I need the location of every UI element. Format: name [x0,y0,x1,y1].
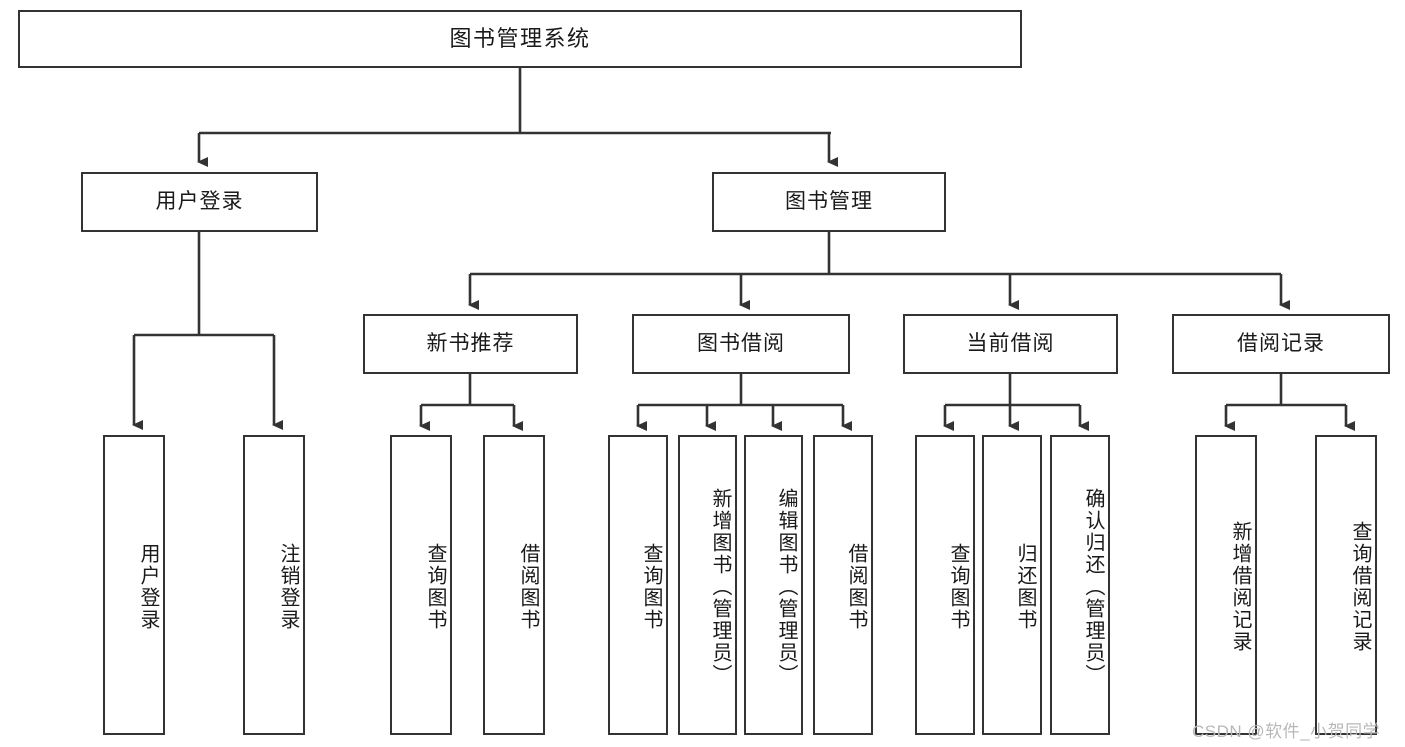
node-level2-current-borrow[interactable]: 当前借阅 [903,314,1118,374]
node-label: 新书推荐 [426,332,515,356]
node-label: 借阅图书 [845,543,867,631]
node-level2-borrow-record[interactable]: 借阅记录 [1172,314,1390,374]
node-label: 当前借阅 [966,332,1055,356]
node-label: 查询图书 [640,543,662,631]
node-label: 查询图书 [947,543,969,631]
node-label: 借阅图书 [517,543,539,631]
node-leaf-leaf-logout[interactable]: 注销登录 [243,435,305,735]
node-level2-new-book-recommend[interactable]: 新书推荐 [363,314,578,374]
watermark-label: CSDN @软件_小贺同学 [1192,722,1381,741]
node-label: 查询借阅记录 [1349,521,1371,653]
node-label: 新增借阅记录 [1229,521,1251,653]
edge-current-borrow-to-leaves [943,374,1089,431]
node-root-root[interactable]: 图书管理系统 [18,10,1022,68]
node-label: 确认归还（管理员） [1082,488,1104,686]
edge-book-management-to-level2 [468,232,1290,310]
node-level2-book-borrow[interactable]: 图书借阅 [632,314,850,374]
node-leaf-leaf-query-book-cur[interactable]: 查询图书 [915,435,975,735]
edge-borrow-record-to-leaves [1224,374,1355,431]
node-label: 图书借阅 [697,332,785,356]
node-leaf-leaf-borrow-book[interactable]: 借阅图书 [813,435,873,735]
node-label: 用户登录 [155,190,244,214]
node-leaf-leaf-query-book-borrow[interactable]: 查询图书 [608,435,668,735]
node-label: 编辑图书（管理员） [775,488,797,686]
edge-new-book-recommend-to-leaves [419,374,523,431]
node-leaf-leaf-user-login[interactable]: 用户登录 [103,435,165,735]
node-leaf-leaf-borrow-book-rec[interactable]: 借阅图书 [483,435,545,735]
edge-user-login-to-leaves [132,232,283,430]
node-leaf-leaf-query-borrow-record[interactable]: 查询借阅记录 [1315,435,1377,735]
node-label: 图书管理系统 [449,25,591,51]
node-leaf-leaf-edit-book-admin[interactable]: 编辑图书（管理员） [744,435,803,735]
edge-root-to-level1 [197,68,838,167]
node-label: 归还图书 [1014,543,1036,631]
node-label: 查询图书 [424,543,446,631]
node-label: 图书管理 [785,190,873,214]
node-level1-user-login[interactable]: 用户登录 [81,172,318,232]
node-leaf-leaf-confirm-return-admin[interactable]: 确认归还（管理员） [1050,435,1110,735]
node-leaf-leaf-add-borrow-record[interactable]: 新增借阅记录 [1195,435,1257,735]
node-label: 注销登录 [277,543,299,631]
edge-book-borrow-to-leaves [636,374,852,431]
node-leaf-leaf-add-book-admin[interactable]: 新增图书（管理员） [678,435,737,735]
node-label: 借阅记录 [1237,332,1325,356]
node-leaf-leaf-query-book-rec[interactable]: 查询图书 [390,435,452,735]
node-label: 新增图书（管理员） [709,488,731,686]
node-label: 用户登录 [137,543,159,631]
node-leaf-leaf-return-book[interactable]: 归还图书 [982,435,1042,735]
node-level1-book-management[interactable]: 图书管理 [712,172,946,232]
